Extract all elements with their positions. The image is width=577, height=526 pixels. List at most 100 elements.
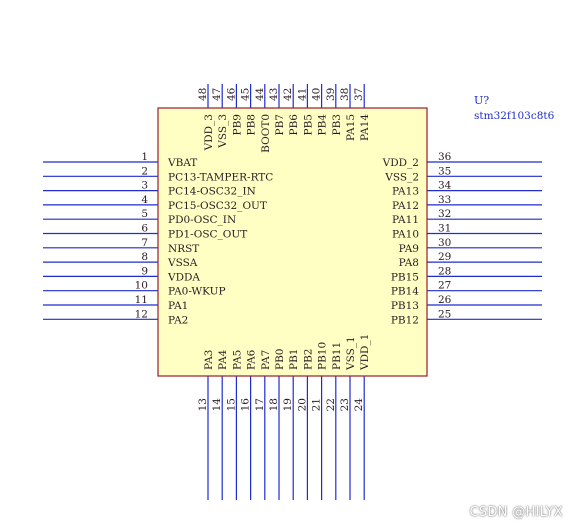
pin-number-38: 38 [339,88,351,101]
pin-number-46: 46 [225,87,237,101]
pin-number-24: 24 [353,398,365,412]
pin-name-27: PB14 [391,286,419,298]
pin-number-19: 19 [282,398,294,411]
pin-name-6: PD1-OSC_OUT [168,229,247,241]
pin-number-18: 18 [268,398,280,411]
pin-number-41: 41 [296,88,308,101]
pin-lines [43,84,542,500]
pin-name-4: PC15-OSC32_OUT [168,200,267,212]
pin-name-44: BOOT0 [260,114,272,153]
pin-number-43: 43 [268,88,280,101]
pin-number-45: 45 [240,88,252,101]
pin-number-28: 28 [438,265,451,277]
pin-number-48: 48 [197,88,209,101]
pin-number-3: 3 [141,180,148,192]
pin-number-14: 14 [211,398,223,412]
pin-name-35: VSS_2 [384,171,419,183]
pin-number-5: 5 [141,208,148,220]
pin-number-6: 6 [141,223,148,235]
pin-name-13: PA3 [203,350,215,370]
pin-number-35: 35 [438,165,451,177]
component-comment[interactable]: stm32f103c8t6 [474,110,555,122]
pin-name-36: VDD_2 [382,157,419,169]
pin-name-34: PA13 [392,186,419,198]
pin-name-18: PB0 [274,349,286,370]
pin-name-19: PB1 [288,349,300,370]
pin-number-13: 13 [197,398,209,411]
pin-number-2: 2 [141,165,148,177]
pin-name-32: PA11 [392,214,419,226]
ic-body[interactable] [157,107,428,377]
pin-number-31: 31 [438,223,451,235]
pin-name-10: PA0-WKUP [168,286,226,298]
pin-number-39: 39 [325,88,337,101]
pin-name-1: VBAT [167,157,197,169]
pin-name-7: NRST [168,243,199,255]
watermark: CSDN @HILYX [469,505,563,520]
pin-name-2: PC13-TAMPER-RTC [168,171,273,183]
pin-name-26: PB13 [391,300,419,312]
pin-number-17: 17 [254,398,266,411]
pin-number-47: 47 [211,88,223,101]
pin-name-9: VDDA [167,271,200,283]
pin-name-17: PA7 [260,350,272,370]
pin-name-43: PB7 [274,114,286,135]
pin-name-5: PD0-OSC_IN [168,214,236,226]
pin-number-37: 37 [353,88,365,101]
pin-number-30: 30 [438,237,451,249]
pin-number-33: 33 [438,194,451,206]
pin-name-23: VSS_1 [345,336,357,371]
pin-number-25: 25 [438,308,451,320]
pin-name-42: PB6 [288,114,300,136]
pin-number-20: 20 [296,398,308,411]
pin-name-12: PA2 [168,314,188,326]
pin-number-4: 4 [141,194,148,206]
pin-name-31: PA10 [392,229,419,241]
pin-number-1: 1 [141,151,148,163]
pin-number-11: 11 [135,294,148,306]
pin-name-25: PB12 [391,314,419,326]
pin-name-8: VSSA [167,257,198,269]
pin-name-20: PB2 [302,349,314,370]
pin-name-11: PA1 [168,300,188,312]
pin-number-21: 21 [311,398,323,411]
pin-number-16: 16 [240,398,252,412]
pin-number-23: 23 [339,398,351,411]
pin-name-47: VSS_3 [217,114,229,149]
pin-name-24: VDD_1 [359,334,371,371]
pin-name-3: PC14-OSC32_IN [168,186,256,198]
pin-name-14: PA4 [217,349,229,370]
component-designator[interactable]: U? [474,94,489,107]
pin-number-26: 26 [438,294,452,306]
pin-number-10: 10 [135,280,148,292]
pin-number-40: 40 [311,88,323,101]
pin-name-45: PB8 [246,114,258,135]
pin-name-46: PB9 [231,114,243,135]
pin-name-21: PB10 [317,342,329,370]
pin-number-44: 44 [254,87,266,101]
pin-name-29: PA8 [399,257,419,269]
pin-name-41: PB5 [302,114,314,135]
pin-name-33: PA12 [392,200,419,212]
pin-number-15: 15 [225,398,237,411]
pin-number-36: 36 [438,151,452,163]
pin-number-22: 22 [325,398,337,411]
pin-name-28: PB15 [391,271,419,283]
pin-name-48: VDD_3 [203,114,215,151]
pin-number-8: 8 [141,251,148,263]
pin-number-29: 29 [438,251,451,263]
pin-name-16: PA6 [246,349,258,370]
pin-name-38: PA15 [345,114,357,141]
pin-name-22: PB11 [331,342,343,370]
pin-name-30: PA9 [399,243,419,255]
pin-name-37: PA14 [359,114,371,141]
pin-number-32: 32 [438,208,451,220]
pin-name-40: PB4 [317,114,329,136]
pin-number-42: 42 [282,88,294,101]
pin-number-27: 27 [438,280,451,292]
pin-number-34: 34 [438,180,452,192]
pin-number-12: 12 [135,308,148,320]
pin-number-7: 7 [141,237,148,249]
